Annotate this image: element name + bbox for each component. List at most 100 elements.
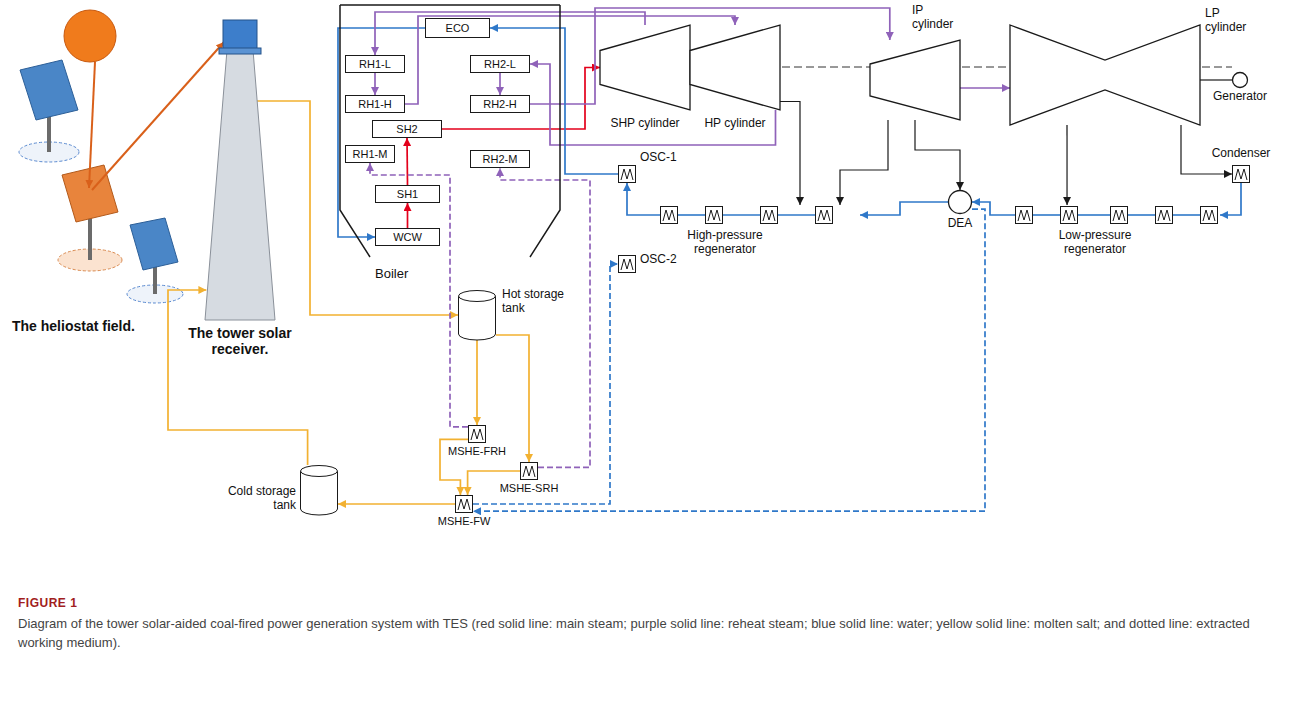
heater-row-drawing	[1015, 205, 1220, 225]
flow-line	[500, 168, 590, 467]
illustration-part	[88, 215, 92, 260]
salt-heat-exchanger: MSHE-FRH	[468, 425, 486, 443]
exchanger-symbol	[816, 207, 833, 224]
condenser-symbol-drawing	[1232, 165, 1250, 183]
salt-heat-exchanger: MSHE-SRH	[520, 462, 538, 480]
box-label: RH1-H	[358, 98, 392, 110]
turbine-cylinder-drawing	[690, 25, 780, 110]
exchanger-symbol	[661, 207, 678, 224]
economizer-box: ECO	[425, 18, 490, 38]
turbine-cylinder	[690, 25, 780, 110]
part-label: Hot storage tank	[502, 288, 582, 316]
condenser-symbol	[1233, 166, 1250, 183]
part-label: IP cylinder	[912, 4, 962, 32]
steam-cooler-drawing	[618, 255, 636, 273]
illustration-part	[153, 264, 157, 294]
exchanger-coil	[818, 210, 830, 221]
steam-cooler: OSC-1	[618, 165, 636, 183]
exchanger-symbol	[469, 426, 486, 443]
steam-cooler	[619, 166, 636, 183]
turbine-cylinder	[870, 40, 960, 120]
box-label: RH1-M	[353, 148, 388, 160]
part-label: HP cylinder	[675, 117, 795, 131]
exchanger-coil	[1158, 210, 1170, 221]
part-label: Condenser	[1204, 147, 1278, 161]
field-label: The heliostat field.	[12, 318, 177, 334]
reheater-box: RH2-H	[470, 95, 530, 113]
heater-row: Low-pressure regenerator	[1015, 205, 1220, 225]
turbine-cylinder	[1010, 25, 1200, 125]
generator-symbol	[1233, 73, 1248, 88]
boiler-outline	[340, 5, 560, 257]
box-label: RH2-L	[484, 58, 516, 70]
exchanger-symbol	[1201, 207, 1218, 224]
condenser-symbol: Condenser	[1232, 165, 1250, 183]
part-label: LP cylinder	[1205, 7, 1260, 35]
part-label: OSC-1	[640, 151, 677, 165]
reheater-box: RH2-M	[470, 150, 530, 168]
exchanger-symbol	[619, 166, 636, 183]
exchanger-coil	[1018, 210, 1030, 221]
turbine-cylinder	[600, 25, 690, 110]
reflected-ray	[92, 42, 224, 190]
turbine-cylinder-drawing	[600, 25, 690, 110]
part-label: SHP cylinder	[585, 117, 705, 131]
heater-row-drawing	[660, 205, 860, 225]
box-label: SH2	[396, 123, 417, 135]
figure-title: FIGURE 1	[18, 596, 77, 610]
superheater-box: SH1	[375, 185, 440, 203]
turbine-cylinder-drawing	[870, 40, 960, 120]
part-label: Low-pressure regenerator	[1035, 229, 1155, 257]
deaerator-symbol	[949, 191, 972, 214]
salt-heat-exchanger-drawing	[455, 495, 473, 513]
deaerator-symbol: DEA	[948, 190, 972, 214]
exchanger-symbol	[521, 463, 538, 480]
storage-tank	[459, 291, 496, 341]
part-label: Generator	[1205, 90, 1275, 104]
storage-tank: Hot storage tank	[458, 290, 496, 340]
flow-line	[473, 209, 985, 511]
flow-line	[780, 102, 800, 206]
flow-line	[860, 202, 948, 215]
exchanger-coil	[621, 169, 633, 180]
flow-line	[406, 138, 408, 185]
exchanger-coil	[523, 466, 535, 477]
exchanger-symbol	[619, 256, 636, 273]
flow-line	[370, 163, 468, 427]
part-label: OSC-2	[640, 253, 677, 267]
part-label: MSHE-FW	[429, 515, 499, 528]
flow-line	[374, 73, 376, 95]
salt-heat-exchanger	[456, 496, 473, 513]
flow-line	[627, 183, 660, 215]
exchanger-coil	[1203, 210, 1215, 221]
heliostat	[19, 60, 79, 162]
flow-line	[1066, 125, 1067, 205]
part-label: DEA	[935, 217, 985, 231]
turbine-cylinder: IP cylinder	[870, 40, 960, 120]
exchanger-symbol	[706, 207, 723, 224]
generator-symbol-drawing	[1232, 72, 1248, 88]
storage-tank	[301, 466, 338, 516]
turbine-cylinder: HP cylinder	[690, 25, 780, 110]
exchanger-symbol	[1233, 166, 1250, 183]
part-label: Cold storage tank	[220, 485, 296, 513]
figure-caption: Diagram of the tower solar-aided coal-fi…	[18, 615, 1268, 653]
flow-line	[496, 335, 529, 462]
flow-line	[338, 503, 455, 505]
sun	[64, 10, 116, 62]
storage-tank-drawing	[300, 465, 338, 515]
flow-line	[407, 203, 409, 228]
box-label: WCW	[393, 231, 422, 243]
flow-line	[972, 202, 1015, 215]
exchanger-coil	[708, 210, 720, 221]
part-label: The tower solar receiver.	[180, 325, 300, 357]
storage-tank: Cold storage tank	[300, 465, 338, 515]
part-label: Boiler	[375, 267, 408, 282]
sun-ray	[89, 62, 95, 188]
superheater-box: SH2	[372, 120, 442, 138]
exchanger-symbol	[761, 207, 778, 224]
exchanger-symbol	[1156, 207, 1173, 224]
salt-heat-exchanger	[469, 426, 486, 443]
reheater-box: RH1-L	[345, 55, 405, 73]
